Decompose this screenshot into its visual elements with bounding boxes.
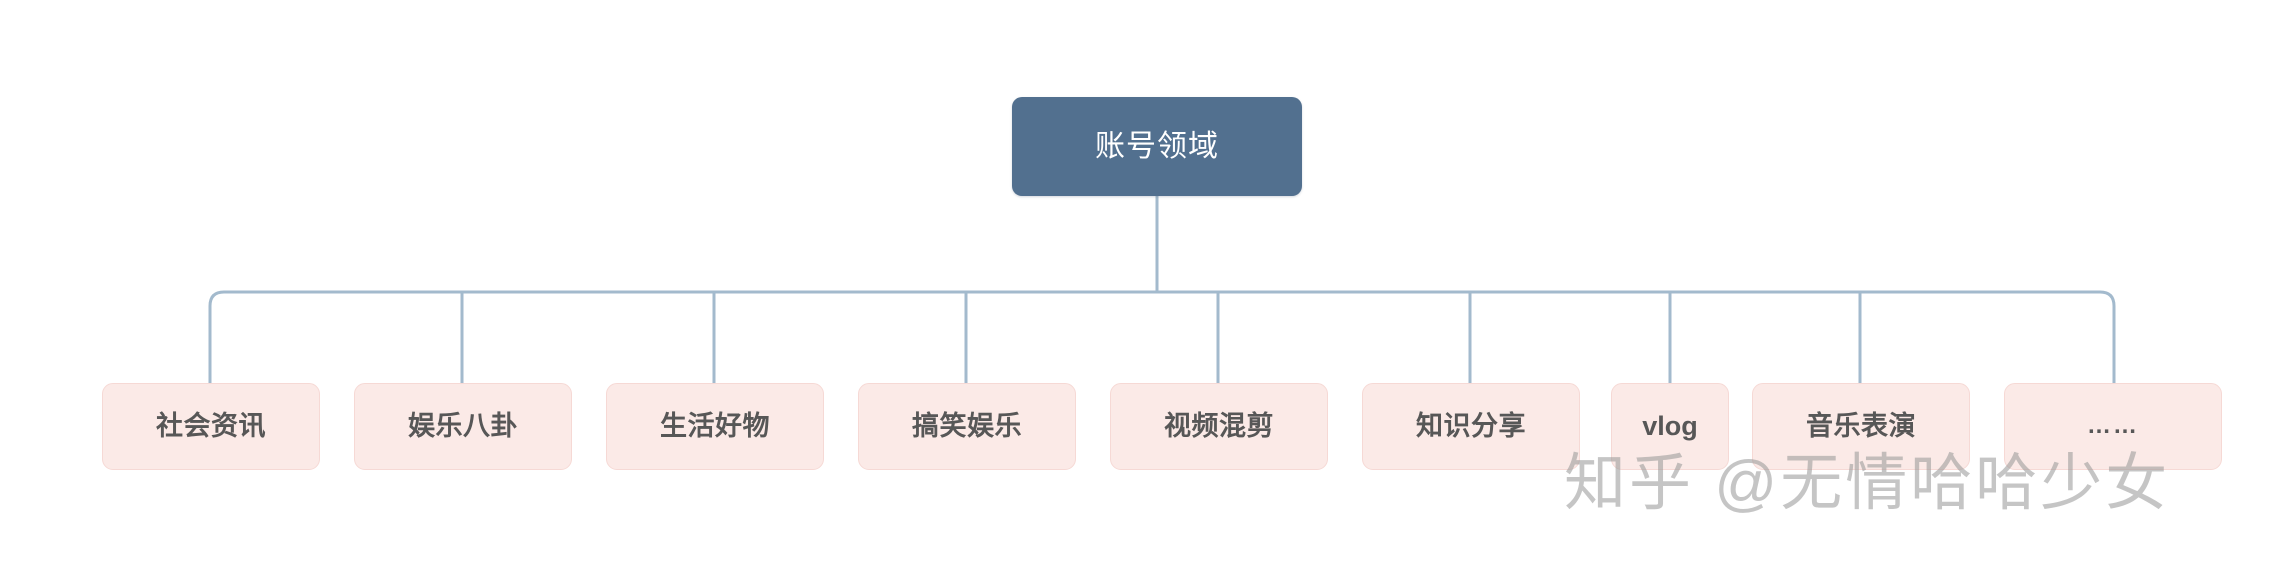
root-node-label: 账号领域 xyxy=(1095,130,1219,163)
leaf-node-label: 社会资讯 xyxy=(156,410,266,441)
connector-path xyxy=(208,194,2116,387)
leaf-node-label: 音乐表演 xyxy=(1806,410,1916,441)
leaf-node-label: 视频混剪 xyxy=(1164,410,1274,441)
leaf-node-video-mashup[interactable]: 视频混剪 xyxy=(1110,383,1328,470)
watermark-brand: 知乎 xyxy=(1564,449,1695,518)
leaf-node-label: 知识分享 xyxy=(1416,410,1526,441)
watermark-handle: @无情哈哈少女 xyxy=(1714,449,2171,518)
leaf-node-vlog[interactable]: vlog xyxy=(1611,383,1729,470)
leaf-node-knowledge-sharing[interactable]: 知识分享 xyxy=(1362,383,1580,470)
leaf-node-music-performance[interactable]: 音乐表演 xyxy=(1752,383,1970,470)
leaf-node-more-ellipsis[interactable]: …… xyxy=(2004,383,2222,470)
root-node-account-domain[interactable]: 账号领域 xyxy=(1012,97,1302,196)
leaf-node-label: vlog xyxy=(1642,410,1698,441)
leaf-node-label: 生活好物 xyxy=(660,410,770,441)
leaf-node-social-news[interactable]: 社会资讯 xyxy=(102,383,320,470)
leaf-node-funny-entertainment[interactable]: 搞笑娱乐 xyxy=(858,383,1076,470)
leaf-node-label: 娱乐八卦 xyxy=(408,410,518,441)
leaf-node-label: …… xyxy=(2087,412,2139,440)
leaf-node-entertainment-gossip[interactable]: 娱乐八卦 xyxy=(354,383,572,470)
leaf-node-lifestyle-goods[interactable]: 生活好物 xyxy=(606,383,824,470)
leaf-node-label: 搞笑娱乐 xyxy=(912,410,1022,441)
watermark: 知乎 @无情哈哈少女 xyxy=(1564,432,2170,522)
